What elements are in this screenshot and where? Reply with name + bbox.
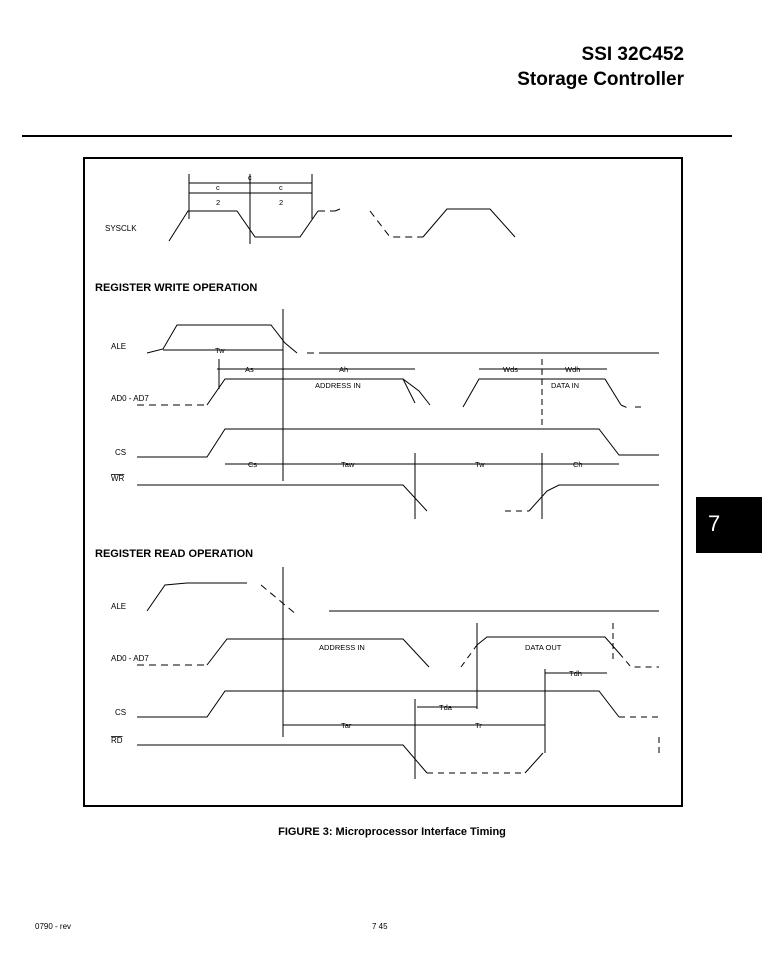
write-cs-waveform bbox=[137, 428, 659, 458]
read-tda-label: Tda bbox=[439, 703, 453, 712]
document-title: Storage Controller bbox=[517, 69, 684, 90]
read-ale-label: ALE bbox=[111, 602, 126, 611]
footer-page-number: 7 45 bbox=[372, 922, 388, 931]
write-address-in: ADDRESS IN bbox=[315, 381, 361, 390]
read-data-out: DATA OUT bbox=[525, 643, 562, 652]
write-as-label: As bbox=[245, 365, 254, 374]
half-den-1: 2 bbox=[216, 198, 220, 207]
read-tr-label: Tr bbox=[475, 721, 482, 730]
write-wr-label: WR bbox=[111, 474, 125, 483]
write-wdh-label: Wdh bbox=[565, 365, 580, 374]
footer-revision: 0790 - rev bbox=[35, 922, 72, 931]
write-ch-param: Ch bbox=[573, 460, 583, 469]
read-tar-label: Tar bbox=[341, 721, 352, 730]
read-ad-data bbox=[476, 636, 620, 654]
half-den-2: 2 bbox=[279, 198, 283, 207]
read-address-in: ADDRESS IN bbox=[319, 643, 365, 652]
read-ad-tail bbox=[618, 652, 659, 668]
read-ad-data-rise bbox=[460, 644, 478, 668]
sysclk-label: SYSCLK bbox=[105, 224, 137, 233]
write-ad-lower bbox=[402, 378, 416, 404]
write-cs-label: CS bbox=[115, 448, 126, 457]
read-ad-label: AD0 - AD7 bbox=[111, 654, 149, 663]
write-cs-param: Cs bbox=[248, 460, 257, 469]
write-ah-label: Ah bbox=[339, 365, 348, 374]
write-taw-param: Taw bbox=[341, 460, 355, 469]
write-tw-label: Tw bbox=[215, 346, 225, 355]
header-rule bbox=[22, 135, 732, 137]
write-ad-label: AD0 - AD7 bbox=[111, 394, 149, 403]
read-rd-label: RD bbox=[111, 736, 123, 745]
read-cs-label: CS bbox=[115, 708, 126, 717]
half-num-2: c bbox=[279, 183, 283, 192]
write-tw-param: Tw bbox=[475, 460, 485, 469]
write-section-title: REGISTER WRITE OPERATION bbox=[95, 282, 257, 294]
section-tab: 7 bbox=[696, 497, 762, 553]
write-wr-rise bbox=[528, 484, 659, 512]
read-ad-address bbox=[206, 638, 430, 668]
write-ad-tail bbox=[620, 404, 645, 410]
read-tdh-label: Tdh bbox=[569, 669, 582, 678]
period-label: c bbox=[248, 173, 252, 182]
read-ale-waveform bbox=[146, 582, 247, 612]
figure-caption: FIGURE 3: Microprocessor Interface Timin… bbox=[278, 826, 506, 838]
read-ale-fall bbox=[260, 584, 298, 616]
read-cs-waveform bbox=[137, 690, 620, 718]
timing-figure: SYSCLK c c 2 c 2 REGISTER WRITE OPERATIO… bbox=[83, 157, 683, 807]
timing-diagram: SYSCLK c c 2 c 2 REGISTER WRITE OPERATIO… bbox=[95, 173, 660, 779]
sysclk-dashed bbox=[318, 208, 423, 238]
write-ale-waveform bbox=[146, 324, 298, 354]
read-section-title: REGISTER READ OPERATION bbox=[95, 548, 253, 560]
section-tab-number: 7 bbox=[708, 511, 721, 536]
half-num-1: c bbox=[216, 183, 220, 192]
read-rd-rise bbox=[524, 752, 544, 774]
part-number: SSI 32C452 bbox=[581, 44, 684, 65]
sysclk-waveform-2 bbox=[422, 208, 516, 238]
write-data-in: DATA IN bbox=[551, 381, 579, 390]
write-ale-label: ALE bbox=[111, 342, 126, 351]
write-wr-waveform bbox=[137, 484, 428, 512]
write-wds-label: Wds bbox=[503, 365, 518, 374]
read-rd-waveform bbox=[137, 744, 428, 774]
sysclk-waveform bbox=[168, 210, 319, 242]
